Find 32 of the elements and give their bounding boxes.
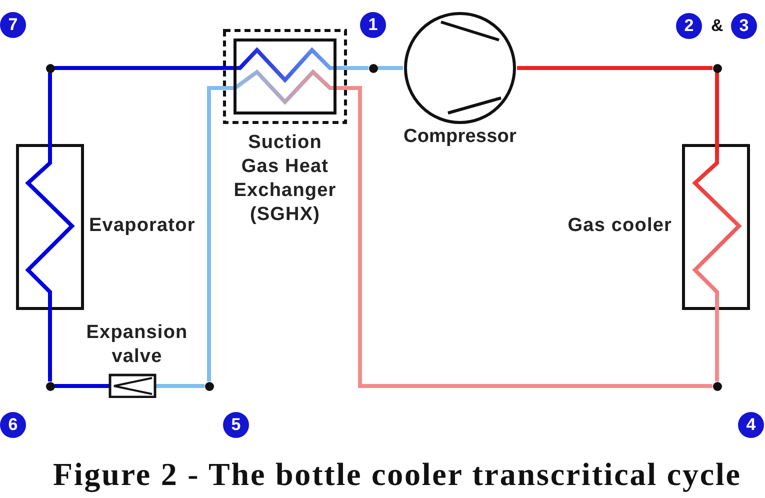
- pipe-line: [54, 384, 82, 388]
- pipe-line: [378, 66, 403, 70]
- pipe-line: [54, 66, 223, 70]
- pipe-line: [192, 384, 204, 388]
- junction-dot: [712, 382, 722, 390]
- pipe-line: [715, 310, 719, 382]
- junction-dot: [46, 64, 54, 72]
- pipe-line: [347, 86, 712, 388]
- callout-number: 5: [223, 412, 249, 438]
- pipe-line: [48, 310, 52, 382]
- junction-dot: [368, 64, 378, 72]
- figure-caption: Figure 2 - The bottle cooler transcritical cycle: [53, 456, 742, 492]
- junction-dot: [712, 64, 722, 72]
- component-label: Suction Gas Heat Exchanger (SGHX): [232, 131, 338, 227]
- ampersand-label: &: [711, 15, 724, 37]
- component-label: Expansion valve: [85, 321, 189, 369]
- junction-dot: [204, 382, 214, 390]
- component-label: Evaporator: [89, 214, 196, 238]
- callout-number: 3: [731, 13, 757, 39]
- pipe-line: [347, 66, 368, 70]
- callout-number: 1: [360, 12, 386, 38]
- component-label: Gas cooler: [568, 214, 672, 238]
- callout-number: 6: [0, 412, 26, 438]
- pipe-line: [207, 86, 223, 382]
- callout-number: 7: [0, 12, 26, 38]
- pipe-line: [715, 72, 719, 144]
- component-label: Compressor: [403, 125, 517, 149]
- callout-number: 2: [676, 13, 702, 39]
- junction-dot: [46, 382, 54, 390]
- callout-number: 4: [738, 412, 764, 438]
- pipe-line: [517, 66, 712, 70]
- pipe-line: [48, 72, 52, 144]
